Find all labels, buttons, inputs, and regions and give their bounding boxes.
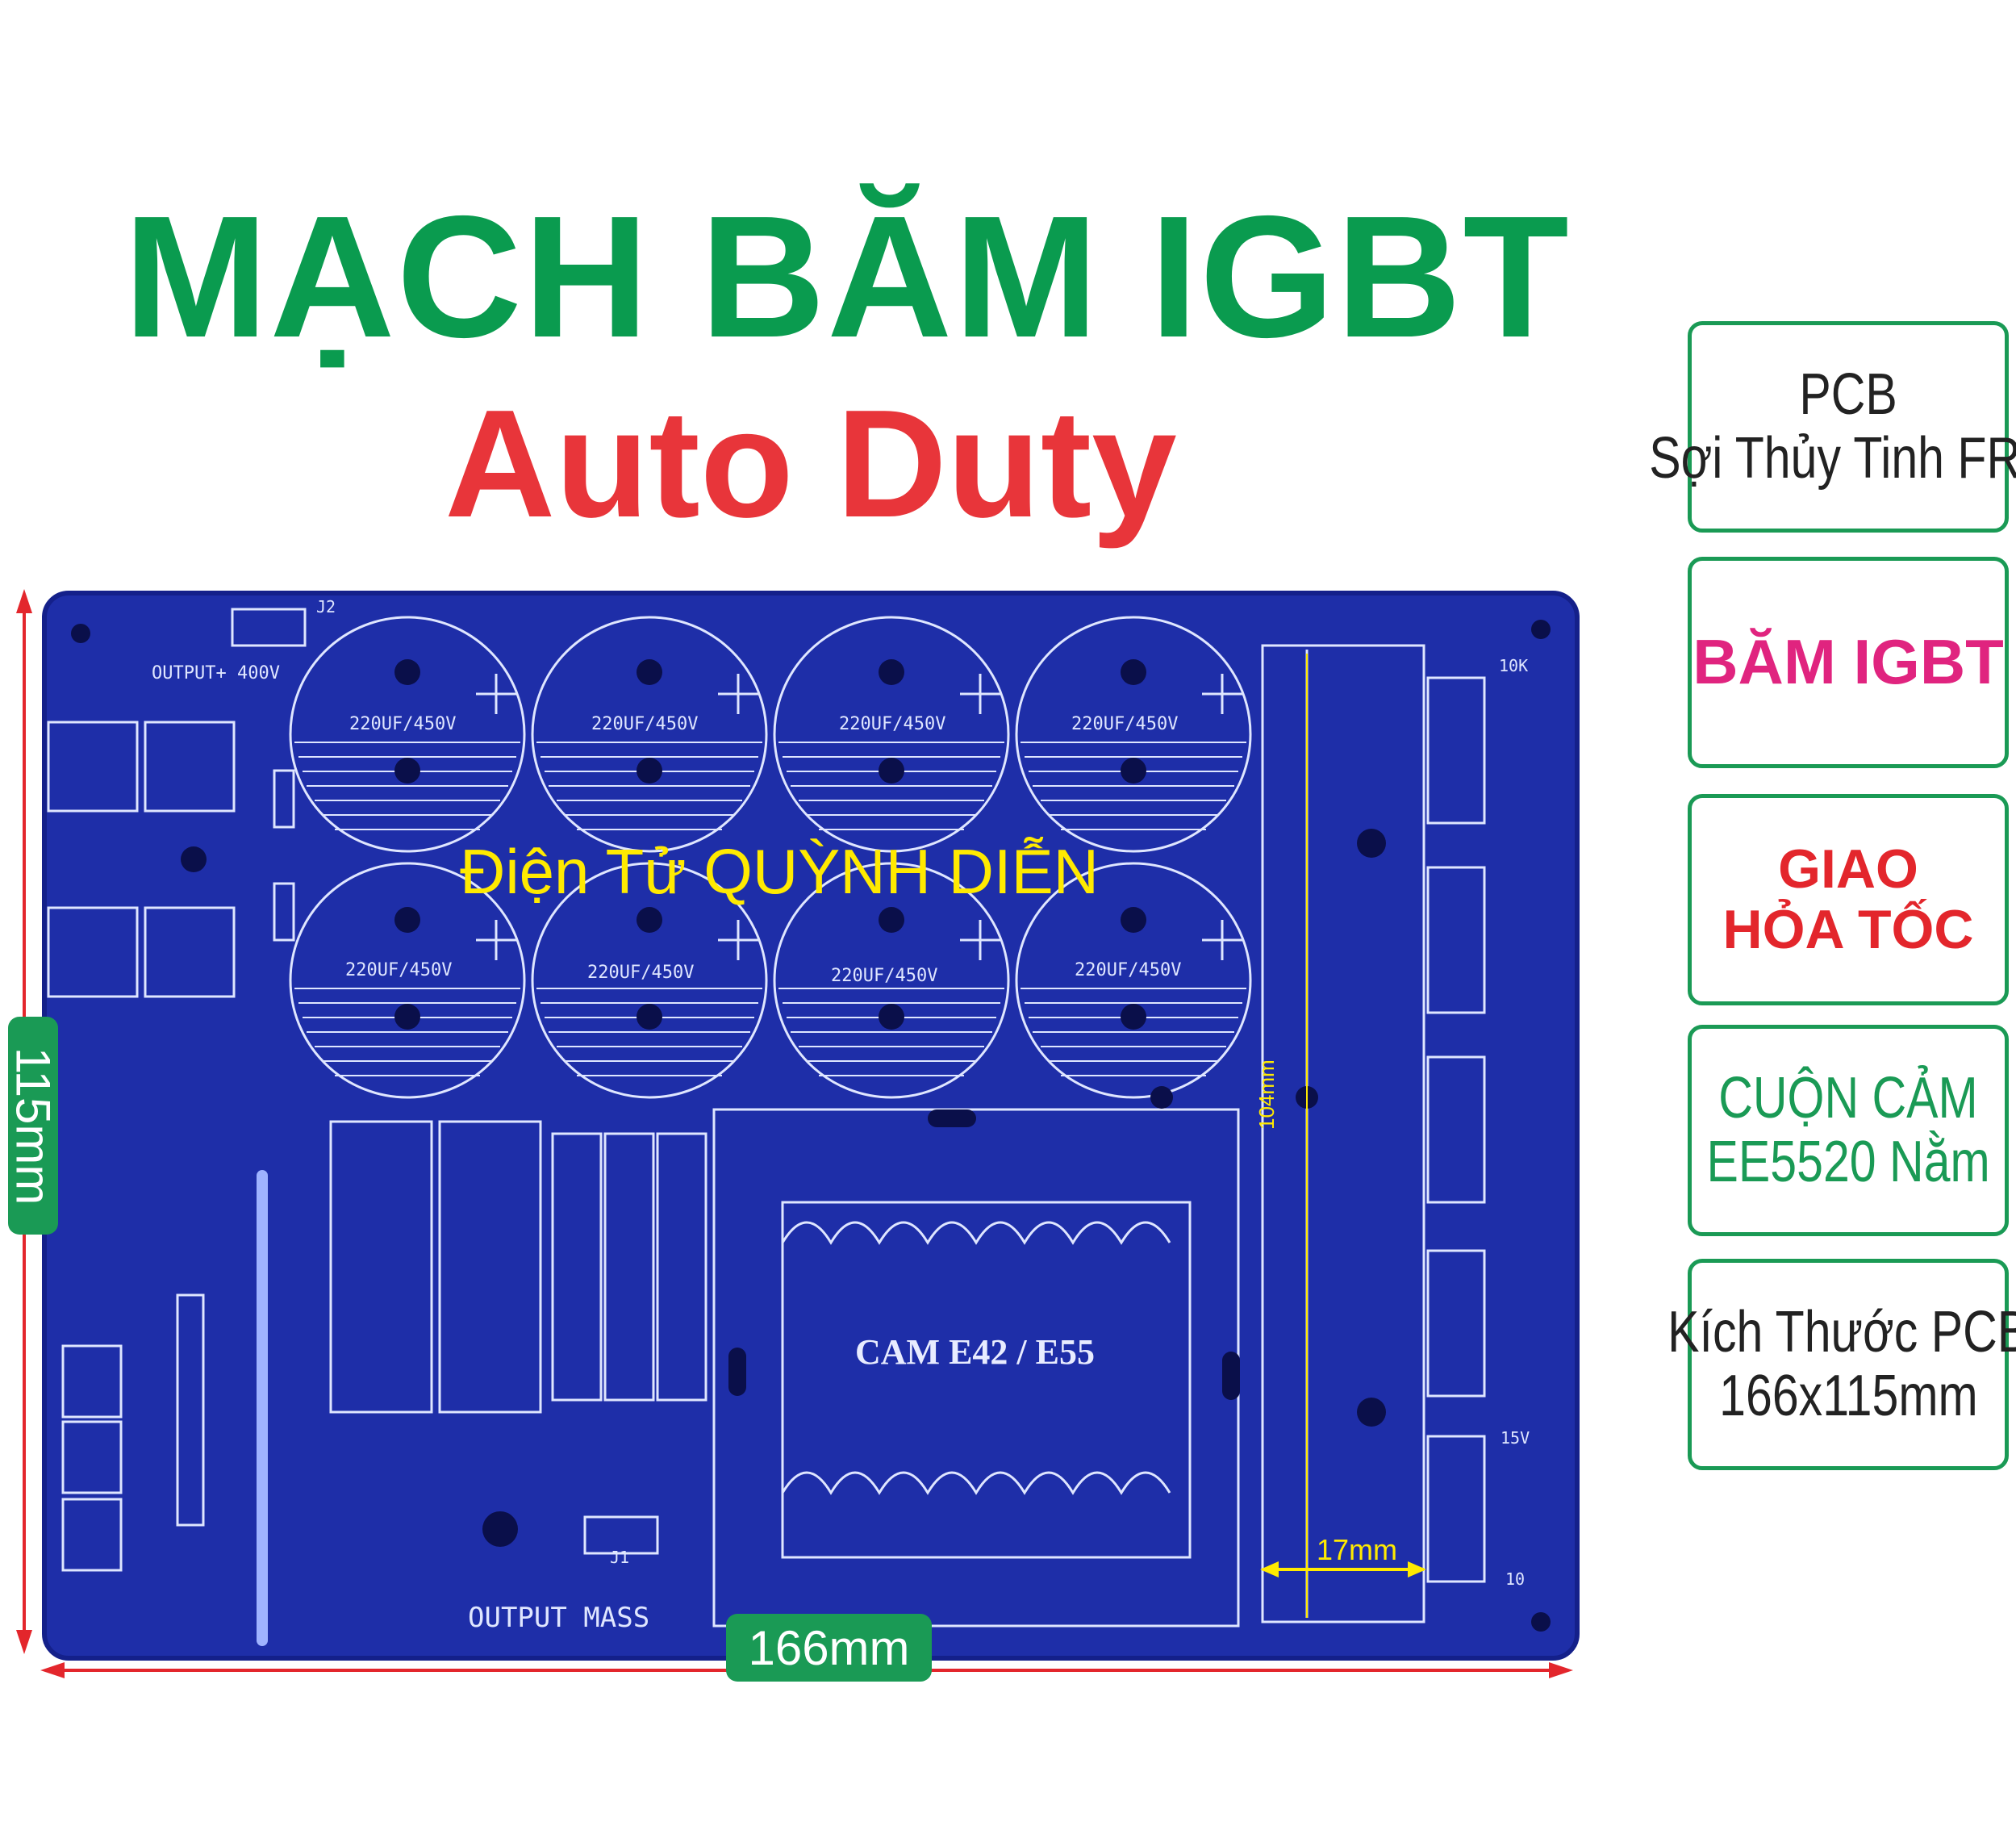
card-bam-igbt-text: BĂM IGBT: [1693, 626, 2004, 698]
arrow-down-icon: [16, 1630, 32, 1654]
arrow-up-icon: [16, 589, 32, 613]
output-mass-label: OUTPUT MASS: [468, 1602, 650, 1634]
heatsink-outline: [1261, 644, 1425, 1623]
output-plus-label: OUTPUT+ 400V: [152, 663, 280, 683]
heatsink-length-text: 104mm: [1254, 1059, 1279, 1130]
card-giao-line1: GIAO: [1778, 838, 1918, 901]
card-giao-line2: HỎA TỐC: [1722, 899, 1974, 960]
width-dimension-text: 166mm: [748, 1620, 910, 1675]
cap-label-3: 220UF/450V: [839, 714, 946, 734]
card-bam-igbt: BĂM IGBT: [1688, 557, 2009, 768]
resistor-10k-label: 10K: [1499, 656, 1529, 675]
mounting-holes: [71, 620, 1551, 1632]
inductor-label: CAM E42 / E55: [855, 1332, 1095, 1372]
cap-label-8: 220UF/450V: [1075, 960, 1182, 980]
card-cuon-line1: CUỘN CẢM: [1718, 1065, 1978, 1130]
width-dimension-tag: 166mm: [726, 1614, 932, 1682]
card-cuon-cam: CUỘN CẢM EE5520 Nằm: [1688, 1025, 2009, 1236]
title-line1: MẠCH BĂM IGBT: [123, 179, 1571, 374]
card-pcb-line1: PCB: [1799, 361, 1897, 427]
resistor-10-label: 10: [1505, 1569, 1526, 1589]
card-size-line2: 166x115mm: [1718, 1364, 1978, 1428]
cap-label-5: 220UF/450V: [345, 960, 453, 980]
card-pcb-line2: Sợi Thủy Tinh FR4: [1649, 426, 2016, 491]
cap-label-7: 220UF/450V: [831, 966, 938, 986]
cap-label-4: 220UF/450V: [1071, 714, 1179, 734]
title-line2: Auto Duty: [445, 378, 1177, 550]
zener-15v-label: 15V: [1501, 1428, 1530, 1448]
pcb-board-photo: [16, 589, 1580, 1678]
cap-label-1: 220UF/450V: [349, 714, 457, 734]
gap-dimension-text: 17mm: [1317, 1533, 1398, 1566]
j1-label: J1: [610, 1548, 630, 1567]
cap-label-2: 220UF/450V: [591, 714, 699, 734]
card-cuon-line2: EE5520 Nằm: [1706, 1130, 1990, 1194]
card-pcb-material: PCB Sợi Thủy Tinh FR4: [1649, 321, 2016, 533]
capacitor-bank: [289, 616, 1252, 1099]
height-dimension-text: 115mm: [6, 1047, 61, 1205]
pcb-board: [44, 593, 1577, 1658]
j2-label: J2: [316, 597, 336, 616]
arrow-left-icon: [40, 1662, 65, 1678]
card-kich-thuoc: Kích Thước PCB 166x115mm: [1667, 1259, 2016, 1470]
arrow-right-icon: [1549, 1662, 1573, 1678]
card-giao-hoa-toc: GIAO HỎA TỐC: [1688, 794, 2009, 1005]
cap-label-6: 220UF/450V: [587, 963, 695, 983]
watermark-text: Điện Tử QUỲNH DIỄN: [460, 836, 1099, 907]
card-size-line1: Kích Thước PCB: [1667, 1299, 2016, 1364]
height-dimension-tag: 115mm: [6, 1017, 61, 1235]
